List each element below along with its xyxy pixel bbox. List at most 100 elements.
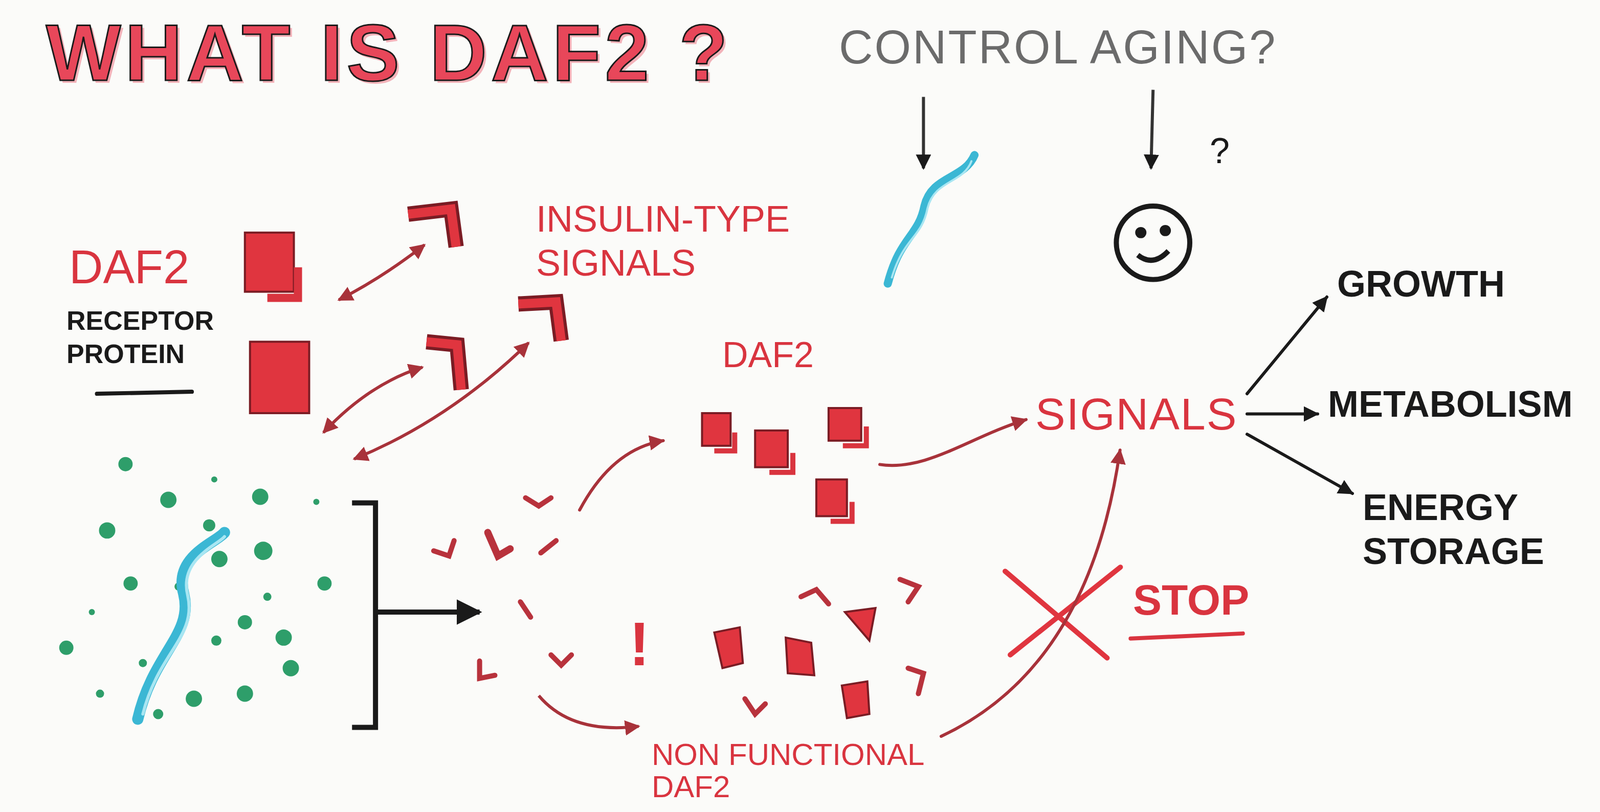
signals-label: SIGNALS xyxy=(1033,386,1240,442)
node-text: SIGNALS xyxy=(1035,388,1238,440)
green-molecules xyxy=(203,519,216,532)
broken-receptor-fragments xyxy=(538,696,639,729)
smiley-face xyxy=(1116,206,1190,280)
receptor-proteins xyxy=(250,341,310,414)
worm xyxy=(137,532,225,720)
worm xyxy=(142,536,225,715)
title-text: WHAT IS DAF2 ? xyxy=(46,7,732,99)
green-molecules xyxy=(138,659,147,668)
green-molecules xyxy=(317,576,332,591)
aging-arrows xyxy=(921,97,925,169)
connector-arrow xyxy=(1247,412,1318,416)
daf2-cluster xyxy=(830,502,853,522)
underline xyxy=(1130,633,1243,639)
daf2-cluster xyxy=(828,408,862,441)
cross-out xyxy=(1010,567,1121,656)
node-text: GROWTH xyxy=(1337,262,1505,306)
worm xyxy=(892,161,972,278)
green-molecules xyxy=(89,609,96,616)
broken-receptor-fragments xyxy=(538,579,924,728)
green-molecules xyxy=(160,492,177,509)
connector-arrow xyxy=(941,450,1121,737)
scattered-pieces xyxy=(433,540,455,557)
binding-arrows xyxy=(338,245,425,301)
underline xyxy=(97,391,193,394)
broken-receptor-fragments xyxy=(785,637,815,676)
insulin-signal-chevrons xyxy=(426,341,462,390)
smiley-face xyxy=(1137,229,1144,236)
daf2-cluster xyxy=(714,432,735,452)
green-molecules xyxy=(211,635,222,647)
green-molecules xyxy=(211,476,218,483)
broken-receptor-fragments xyxy=(845,608,876,641)
connector-arrow xyxy=(879,419,1027,466)
insulin-signal-chevrons xyxy=(408,209,457,248)
daf2-cluster xyxy=(816,479,848,517)
bracket xyxy=(377,609,480,615)
receptor-group-label: DAF2 xyxy=(695,332,880,527)
broken-receptor-fragments xyxy=(900,579,919,603)
green-molecules xyxy=(236,685,254,703)
smiley-face xyxy=(1116,206,1190,280)
green-molecules xyxy=(211,550,228,568)
daf2-cluster xyxy=(701,413,731,447)
scattered-pieces xyxy=(525,498,551,507)
node-text: METABOLISM xyxy=(1327,383,1573,426)
question-mark: ? xyxy=(1209,130,1230,172)
green-molecules xyxy=(313,499,320,506)
green-molecules xyxy=(59,457,332,720)
green-molecules xyxy=(275,629,293,647)
node-text: DAF2 xyxy=(722,334,878,376)
protein-name: DAF2 xyxy=(69,240,190,295)
daf2-cluster xyxy=(701,408,866,522)
bracket xyxy=(351,503,376,728)
broken-receptor-fragments xyxy=(744,699,766,715)
green-molecules xyxy=(185,691,203,708)
green-molecules xyxy=(99,522,116,539)
green-molecules xyxy=(237,615,253,630)
daf2-cluster xyxy=(754,430,788,468)
cross-out xyxy=(1005,567,1121,659)
green-molecules xyxy=(59,640,74,656)
aging-arrows xyxy=(923,90,1153,169)
worm xyxy=(137,154,975,720)
outcome-label: ENERGY STORAGE xyxy=(1360,483,1566,576)
scattered-pieces xyxy=(540,540,557,553)
green-molecules xyxy=(254,541,273,561)
green-molecules xyxy=(282,660,300,677)
broken-receptor-fragments xyxy=(744,579,924,715)
green-molecules xyxy=(252,489,269,506)
binding-arrows xyxy=(323,367,423,433)
binding-arrows xyxy=(323,245,529,460)
scattered-pieces xyxy=(433,440,664,679)
scattered-pieces xyxy=(520,602,531,618)
daf2-cluster xyxy=(842,426,867,447)
connector-arrow xyxy=(1247,434,1353,494)
receptor-proteins xyxy=(245,232,310,414)
exclamation-mark: ! xyxy=(629,608,650,680)
insulin-signal-chevrons xyxy=(408,209,457,248)
node-text: ENERGY STORAGE xyxy=(1362,485,1564,574)
insulin-signal-chevrons xyxy=(426,341,462,390)
scattered-pieces xyxy=(550,655,572,666)
node-text: NON FUNCTIONAL DAF2 xyxy=(651,738,945,804)
smiley-face xyxy=(1137,251,1169,261)
protein-description: RECEPTOR PROTEIN xyxy=(66,304,231,371)
question-text: CONTROL AGING? xyxy=(838,20,1278,75)
receptor-proteins xyxy=(245,232,295,293)
insulin-signal-chevrons xyxy=(518,302,562,342)
broken-receptor-fragments xyxy=(801,589,829,605)
binding-arrows xyxy=(353,342,529,459)
green-molecules xyxy=(152,708,164,720)
broken-receptor-fragments xyxy=(714,627,743,669)
daf2-cluster xyxy=(769,453,793,473)
connector-arrow xyxy=(1247,297,1327,394)
broken-receptor-fragments xyxy=(841,681,870,719)
outcome-label: GROWTH xyxy=(1335,260,1507,308)
broken-receptor-fragments xyxy=(907,668,924,695)
green-molecules xyxy=(263,592,272,602)
scattered-pieces xyxy=(579,440,664,511)
scattered-pieces xyxy=(487,532,511,557)
green-molecules xyxy=(118,457,133,472)
receptor-proteins xyxy=(267,267,299,299)
